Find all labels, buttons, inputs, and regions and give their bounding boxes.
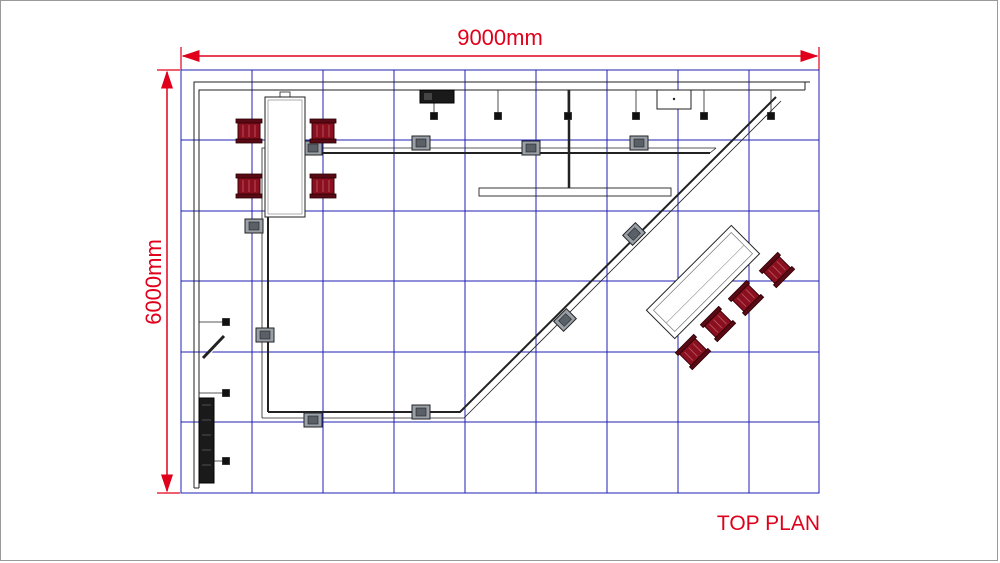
projector-icon — [419, 89, 455, 104]
chair-icon — [309, 173, 337, 199]
truss-joint-icon — [521, 140, 541, 156]
shelf-icon — [198, 397, 215, 484]
spotlight-icon — [222, 457, 230, 465]
height-label: 6000mm — [141, 239, 166, 325]
width-dimension: 9000mm — [180, 25, 820, 70]
truss-joint-icon — [244, 218, 264, 234]
chair-icon — [235, 173, 263, 199]
chair-icon — [309, 118, 337, 144]
truss-joint-icon — [553, 308, 577, 332]
width-label: 9000mm — [457, 25, 543, 50]
chairs — [235, 118, 796, 371]
truss-joint-icon — [411, 135, 431, 151]
wall-bracket — [201, 334, 227, 360]
booth-walls — [193, 81, 810, 489]
spotlight-icon — [632, 112, 640, 120]
spotlight-icon — [494, 112, 502, 120]
spotlight-icon — [767, 112, 775, 120]
truss-joint-icon — [303, 412, 323, 428]
chair-icon — [699, 305, 737, 343]
spotlight-icon — [430, 112, 438, 120]
chair-icon — [727, 279, 765, 317]
truss-joint-icon — [255, 327, 275, 343]
spotlight-icon — [564, 112, 572, 120]
height-dimension: 6000mm — [141, 69, 180, 494]
truss-joint-icon — [629, 135, 649, 151]
chair-icon — [758, 251, 796, 289]
monitor-icon — [656, 89, 692, 110]
bar-counter — [645, 224, 761, 340]
spotlight-icon — [222, 389, 230, 397]
meeting-table — [264, 91, 306, 218]
plan-caption: TOP PLAN — [717, 512, 820, 535]
spotlight-icon — [222, 318, 230, 326]
truss-joint-icon — [622, 222, 646, 246]
spotlight-icon — [700, 112, 708, 120]
chair-icon — [235, 118, 263, 144]
chair-icon — [674, 333, 712, 371]
truss-joint-icon — [411, 404, 431, 420]
